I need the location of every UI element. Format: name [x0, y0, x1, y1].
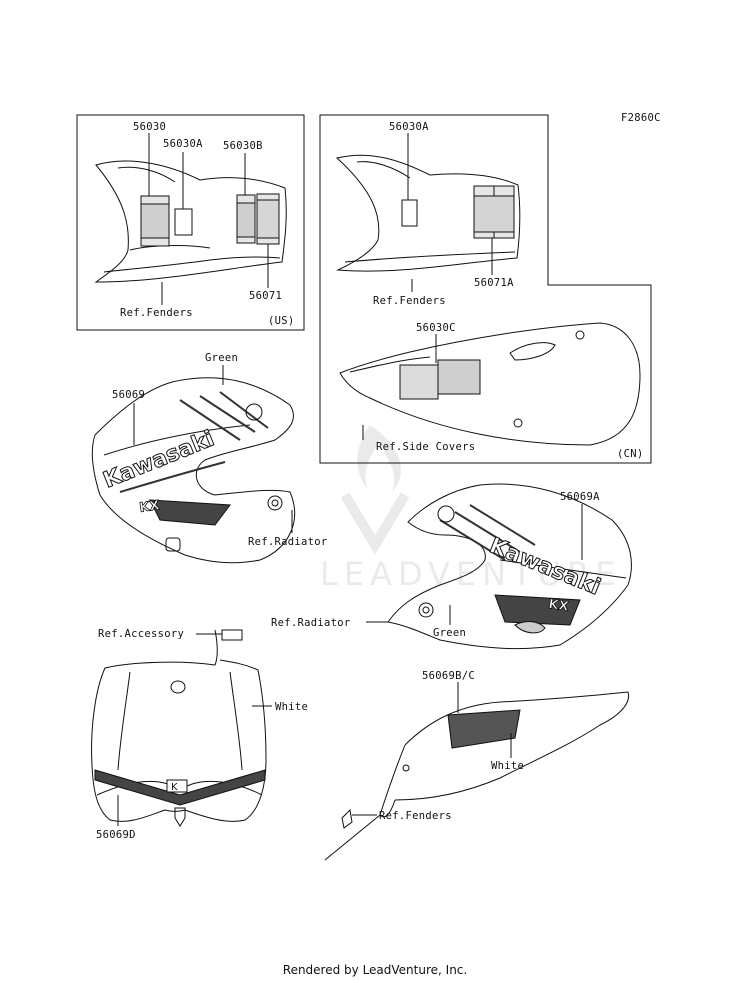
- us-leader-lines: [148, 133, 269, 305]
- label-fender-white: White: [491, 760, 525, 772]
- label-us-56030B: 56030B: [223, 140, 263, 152]
- right-shroud-leaders: [366, 504, 583, 625]
- cn-leader-lines: [362, 133, 493, 440]
- label-cn-region: (CN): [617, 448, 644, 460]
- label-cn-ref-fenders: Ref.Fenders: [373, 295, 446, 307]
- label-right-green: Green: [433, 627, 467, 639]
- footer-credit: Rendered by LeadVenture, Inc.: [282, 963, 468, 977]
- right-shroud-model: KX: [547, 597, 569, 615]
- label-us-region: (US): [268, 315, 295, 327]
- label-cn-56030C: 56030C: [416, 322, 456, 334]
- cn-side-cover-drawing: [339, 322, 641, 446]
- label-plate-56069D: 56069D: [96, 829, 136, 841]
- left-shroud-leaders: [133, 365, 293, 533]
- label-left-ref-radiator: Ref.Radiator: [248, 536, 328, 548]
- label-right-ref-radiator: Ref.Radiator: [271, 617, 351, 629]
- label-plate-white: White: [275, 701, 309, 713]
- label-fender-ref-fenders: Ref.Fenders: [379, 810, 452, 822]
- label-cn-56030A: 56030A: [389, 121, 429, 133]
- label-left-green: Green: [205, 352, 239, 364]
- us-fender-drawing: [94, 160, 287, 283]
- number-plate-drawing: K: [91, 629, 267, 827]
- label-right-56069A: 56069A: [560, 491, 600, 503]
- label-ref-accessory: Ref.Accessory: [98, 628, 185, 640]
- us-detail-box: [76, 114, 305, 331]
- rear-fender-leaders: [352, 682, 512, 816]
- cn-fender-drawing: [335, 154, 521, 272]
- left-shroud-model: KX: [138, 498, 160, 516]
- left-shroud-drawing: Kawasaki KX: [91, 377, 295, 564]
- label-us-56030A: 56030A: [163, 138, 203, 150]
- left-shroud-brand: Kawasaki: [100, 426, 218, 493]
- label-cn-56071A: 56071A: [474, 277, 514, 289]
- label-left-56069: 56069: [112, 389, 146, 401]
- watermark-logo: LEADVENTURE: [320, 425, 615, 593]
- label-us-ref-fenders: Ref.Fenders: [120, 307, 193, 319]
- plate-logo-text: K: [171, 782, 178, 793]
- rear-fender-drawing: [324, 691, 630, 861]
- cn-detail-box: [319, 114, 652, 464]
- diagram-code: F2860C: [621, 112, 661, 124]
- number-plate-leaders: [117, 633, 272, 826]
- label-us-56071: 56071: [249, 290, 283, 302]
- label-fender-56069BC: 56069B/C: [422, 670, 475, 682]
- label-us-56030: 56030: [133, 121, 167, 133]
- label-cn-ref-side-covers: Ref.Side Covers: [376, 441, 476, 453]
